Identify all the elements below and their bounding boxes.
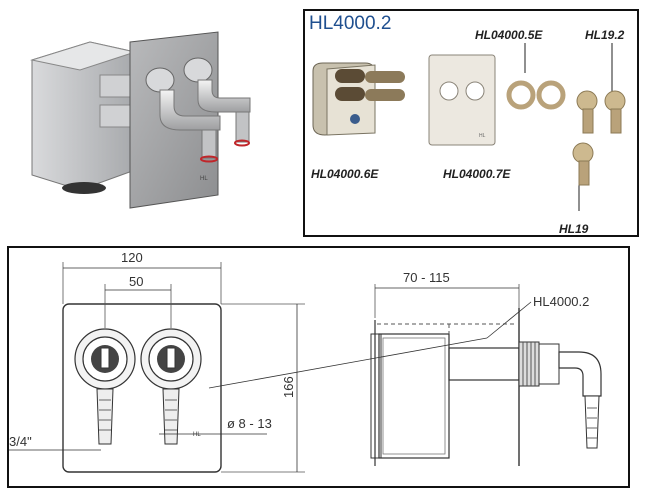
render-mark: HL: [200, 176, 208, 182]
front-view: 120 50: [9, 250, 305, 473]
label-elbow-pair: HL19.2: [585, 28, 625, 42]
front-fitting-right-icon: [140, 328, 202, 445]
side-view: 70 - 115: [208, 270, 602, 466]
side-elbow-icon: [538, 343, 602, 449]
box-part-icon: [312, 62, 405, 136]
elbow-pair-icon: [576, 90, 626, 134]
label-cover: HL04000.7E: [443, 167, 511, 181]
label-elbow-single: HL19: [559, 222, 589, 236]
dim-spacing: 50: [129, 274, 143, 289]
dim-hose: ø 8 - 13: [227, 416, 272, 431]
elbow-left-icon: [145, 67, 221, 163]
parts-panel-title: HL4000.2: [309, 13, 392, 34]
cap-rings-icon: [506, 80, 566, 110]
product-render-svg: HL: [30, 31, 251, 209]
front-mark: HL: [193, 432, 201, 438]
label-box: HL04000.6E: [311, 167, 379, 181]
callout-label: HL4000.2: [533, 294, 589, 309]
label-cap-pair: HL04000.5E: [475, 28, 543, 42]
cover-plate-icon: HL: [428, 54, 496, 146]
technical-drawing-svg: 120 50: [9, 250, 602, 473]
elbow-single-icon: [572, 142, 594, 186]
dim-width: 120: [121, 250, 143, 265]
parts-svg: HL04000.5E HL19.2 HL04000.6E HL04000.7E …: [311, 28, 626, 236]
parts-panel: HL4000.2 HL04000.5E HL19.2 HL04000.6E HL…: [303, 9, 639, 237]
product-render: HL: [20, 20, 290, 220]
front-fitting-left-icon: [74, 328, 136, 445]
dim-thread: 3/4": [9, 434, 32, 449]
dim-depth: 70 - 115: [403, 270, 450, 285]
technical-drawing: 120 50: [7, 246, 630, 488]
elbow-right-icon: [183, 57, 251, 147]
svg-text:HL: HL: [479, 133, 486, 139]
dim-height: 166: [281, 376, 296, 398]
